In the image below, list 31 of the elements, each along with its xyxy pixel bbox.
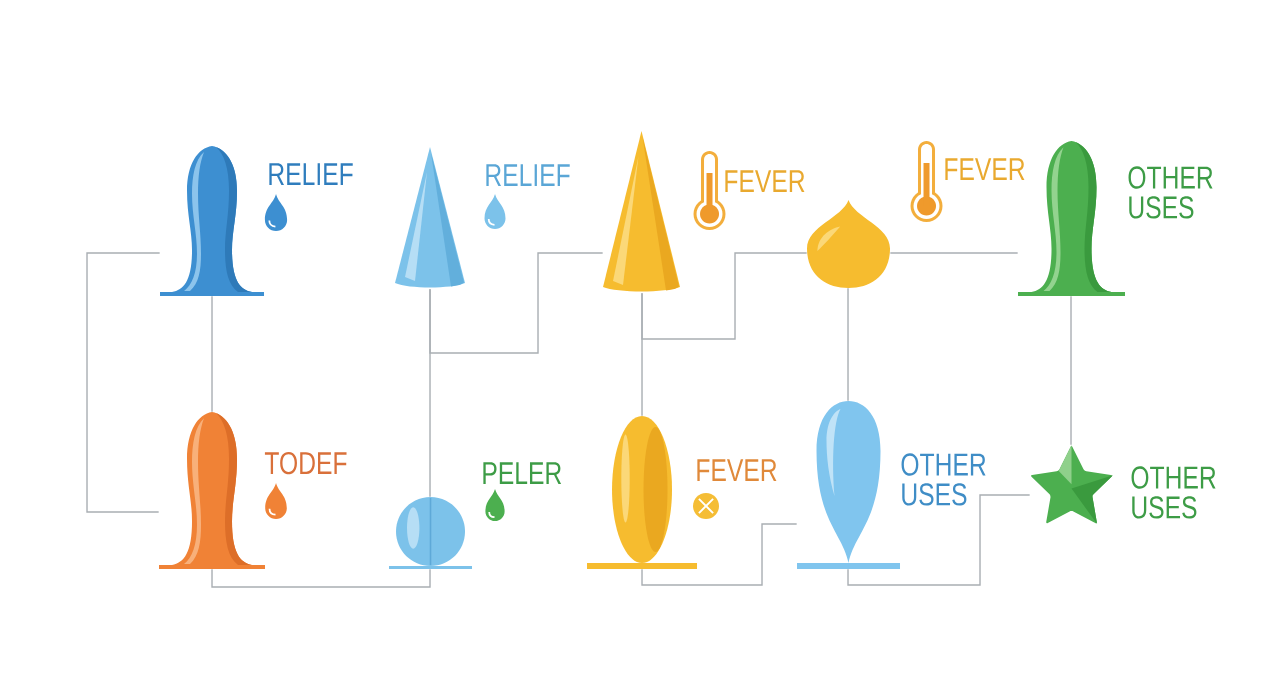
connector-line	[641, 523, 798, 586]
connector-line	[429, 288, 431, 498]
drop-shape	[807, 200, 890, 288]
star-shape	[1031, 445, 1113, 524]
connector-line	[641, 252, 808, 340]
shape-label: FEVER	[945, 158, 1025, 180]
shape-label: RELIEF	[486, 164, 570, 186]
connector-line	[211, 295, 213, 413]
shape-label: PELER	[483, 462, 562, 484]
connector-line	[211, 568, 431, 588]
shape-label: FEVER	[697, 459, 777, 481]
connector-line	[641, 292, 643, 417]
shape-label: OTHER USES	[1131, 466, 1216, 519]
shape-label: TODEF	[264, 451, 347, 475]
connector-line	[847, 287, 849, 402]
cone-shape	[603, 131, 680, 292]
bullet-shape	[159, 412, 265, 569]
bullet-shape	[160, 146, 264, 296]
connector-line	[86, 252, 161, 513]
teardrop-shape	[797, 401, 900, 569]
cone-shape	[395, 147, 465, 288]
shape-label: FEVER	[725, 170, 805, 192]
connector-line	[429, 252, 604, 354]
shape-label: OTHER USES	[1128, 166, 1213, 219]
connector-line	[889, 252, 1019, 254]
shape-label: OTHER USES	[901, 453, 986, 506]
ellipse-shape	[587, 416, 697, 569]
sphere-shape	[389, 497, 472, 569]
connector-line	[1070, 295, 1072, 446]
shape-label: RELIEF	[269, 163, 353, 185]
connector-line	[847, 494, 1031, 586]
